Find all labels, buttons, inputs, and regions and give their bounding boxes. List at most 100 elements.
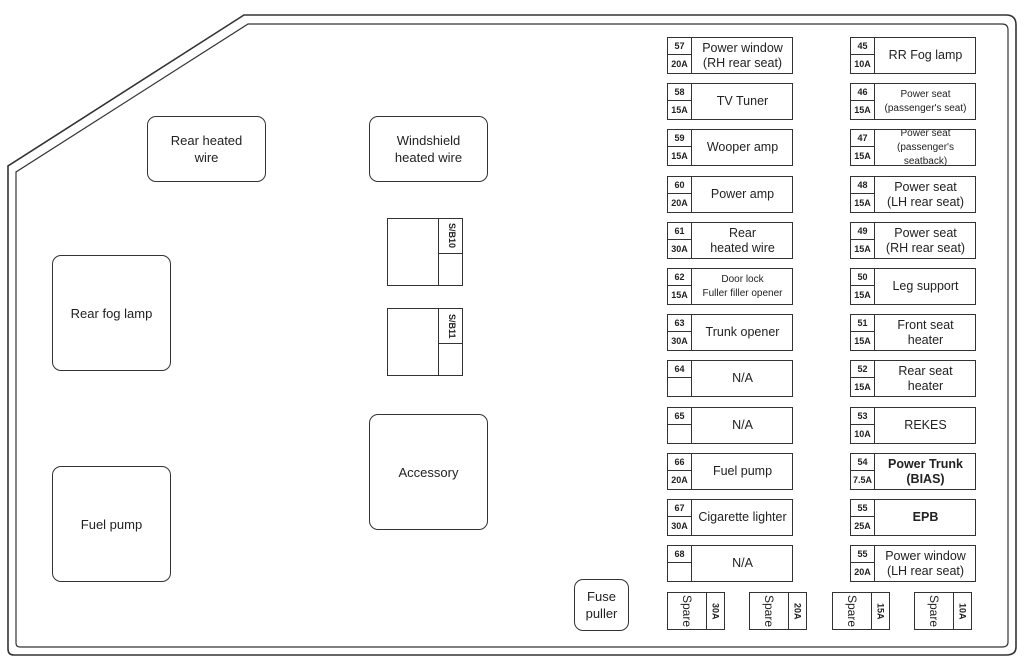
fuse-amperage: 15A	[851, 332, 875, 350]
fuse-label: N/A	[732, 371, 753, 385]
spare-amperage: 10A	[953, 593, 971, 629]
fuse-label: REKES	[904, 418, 947, 432]
fuse-label: Cigarette lighter	[698, 510, 787, 524]
fuse-66: 66 20A Fuel pump	[667, 453, 793, 490]
fuse-amperage: 20A	[668, 194, 692, 212]
spare-amperage: 15A	[871, 593, 889, 629]
fuse-label: Power window (RH rear seat)	[702, 40, 783, 70]
fuse-amperage: 15A	[668, 147, 692, 165]
fuse-47: 47 15A Power seat (passenger's seatback)	[850, 127, 976, 167]
spare-fuse-10a: Spare 10A	[914, 592, 972, 630]
spare-label: Spare	[680, 594, 694, 628]
fuse-number: 66	[668, 454, 692, 471]
fuse-67: 67 30A Cigarette lighter	[667, 499, 793, 536]
fuse-59: 59 15A Wooper amp	[667, 129, 793, 166]
fuse-number: 65	[668, 408, 692, 425]
fuse-label: Fuel pump	[712, 464, 773, 478]
fuse-number: 57	[668, 38, 692, 55]
fuse-number: 53	[851, 408, 875, 425]
fuse-60: 60 20A Power amp	[667, 176, 793, 213]
slow-blow-fuse-sb10: S/B10	[387, 218, 463, 286]
fuse-label: EPB	[912, 510, 939, 524]
fuse-number: 61	[668, 223, 692, 240]
fuse-64: 64 N/A	[667, 360, 793, 397]
accessory-label: Accessory	[398, 464, 459, 480]
sb11-divider	[438, 309, 439, 375]
fuse-65: 65 N/A	[667, 407, 793, 444]
fuse-55-power-window: 55 20A Power window (LH rear seat)	[850, 545, 976, 582]
fuse-amperage: 15A	[851, 147, 875, 165]
fuse-amperage: 7.5A	[851, 471, 875, 489]
fuse-number: 52	[851, 361, 875, 378]
spare-fuse-20a: Spare 20A	[749, 592, 807, 630]
sb11-split	[438, 343, 462, 344]
fuse-51: 51 15A Front seat heater	[850, 314, 976, 351]
fuse-label: Rear heated wire	[710, 225, 775, 255]
fuse-amperage: 30A	[668, 517, 692, 535]
fuse-label: N/A	[732, 418, 753, 432]
fuse-label: Power seat (passenger's seat)	[884, 88, 967, 114]
fuse-label: RR Fog lamp	[888, 48, 963, 62]
fuse-54: 54 7.5A Power Trunk (BIAS)	[850, 453, 976, 490]
spare-label: Spare	[927, 594, 941, 628]
fuse-55-epb: 55 25A EPB	[850, 499, 976, 536]
fuse-62: 62 15A Door lock Fuller filler opener	[667, 268, 793, 305]
spare-label: Spare	[762, 594, 776, 628]
fuse-amperage: 20A	[851, 563, 875, 581]
fuse-label: Trunk opener	[705, 325, 780, 339]
rear-heated-wire-relay: Rear heated wire	[147, 116, 266, 182]
fuse-number: 64	[668, 361, 692, 378]
fuse-53: 53 10A REKES	[850, 407, 976, 444]
fuse-52: 52 15A Rear seat heater	[850, 360, 976, 397]
fuse-number: 49	[851, 223, 875, 240]
fuse-number: 46	[851, 84, 875, 101]
fuse-label: Door lock Fuller filler opener	[702, 273, 783, 299]
fuse-amperage: 25A	[851, 517, 875, 535]
fuse-label: Power Trunk (BIAS)	[887, 456, 964, 486]
fuse-amperage: 15A	[851, 194, 875, 212]
fuse-number: 67	[668, 500, 692, 517]
fuse-number: 51	[851, 315, 875, 332]
fuse-label: Power window (LH rear seat)	[885, 548, 966, 578]
fuse-puller: Fuse puller	[574, 579, 629, 631]
fuse-label: N/A	[732, 556, 753, 570]
fuse-number: 68	[668, 546, 692, 563]
windshield-heated-wire-label: Windshield heated wire	[394, 133, 463, 165]
fuse-number: 60	[668, 177, 692, 194]
fuse-57: 57 20A Power window (RH rear seat)	[667, 37, 793, 74]
spare-amperage: 20A	[788, 593, 806, 629]
fuse-45: 45 10A RR Fog lamp	[850, 37, 976, 74]
fuse-label: Front seat heater	[897, 317, 954, 347]
fuse-label: Power seat (passenger's seatback)	[897, 127, 954, 167]
sb10-label: S/B10	[447, 223, 457, 249]
fuse-63: 63 30A Trunk opener	[667, 314, 793, 351]
spare-fuse-30a: Spare 30A	[667, 592, 725, 630]
fuse-61: 61 30A Rear heated wire	[667, 222, 793, 259]
fuse-number: 58	[668, 84, 692, 101]
fuse-amperage	[668, 378, 692, 396]
fuse-number: 62	[668, 269, 692, 286]
sb10-split	[438, 253, 462, 254]
rear-heated-wire-label: Rear heated wire	[170, 133, 243, 165]
fuse-amperage	[668, 563, 692, 581]
fuse-number: 50	[851, 269, 875, 286]
fuse-label: Wooper amp	[706, 140, 779, 154]
fuse-label: Rear seat heater	[898, 363, 953, 393]
fuse-amperage: 10A	[851, 425, 875, 443]
fuse-amperage: 15A	[851, 378, 875, 396]
fuse-amperage: 15A	[851, 101, 875, 119]
sb10-divider	[438, 219, 439, 285]
fuse-puller-label: Fuse puller	[585, 589, 618, 621]
fuse-amperage: 15A	[851, 240, 875, 258]
spare-amperage: 30A	[706, 593, 724, 629]
windshield-heated-wire-relay: Windshield heated wire	[369, 116, 488, 182]
fuse-amperage: 15A	[668, 101, 692, 119]
rear-fog-lamp-relay: Rear fog lamp	[52, 255, 171, 371]
fuse-label: Power seat (LH rear seat)	[886, 179, 965, 209]
fuel-pump-label: Fuel pump	[80, 516, 143, 532]
fuse-50: 50 15A Leg support	[850, 268, 976, 305]
fuse-number: 59	[668, 130, 692, 147]
fuel-pump-relay: Fuel pump	[52, 466, 171, 582]
spare-label: Spare	[845, 594, 859, 628]
